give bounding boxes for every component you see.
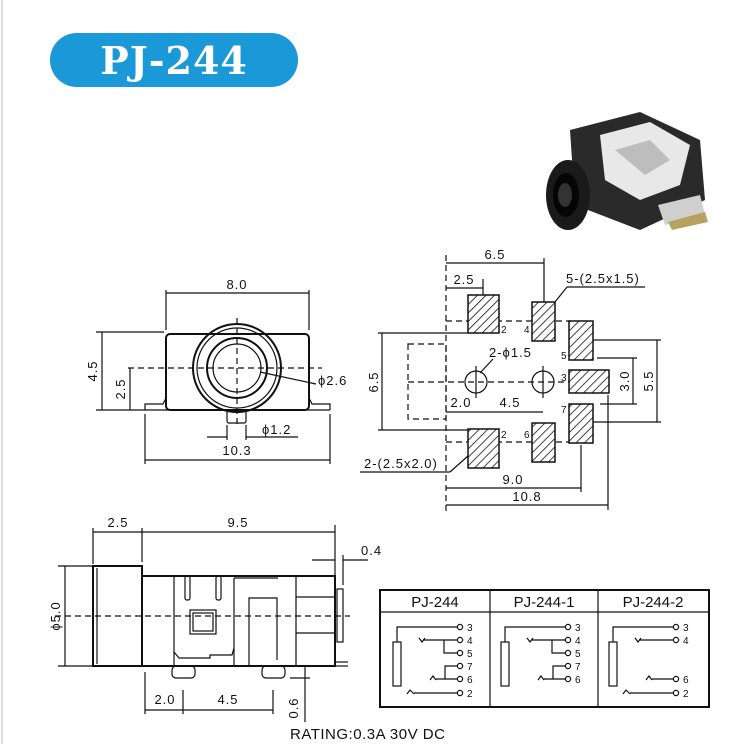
dim-overall-width: 10.3 bbox=[222, 443, 251, 458]
dim-width-a: 9.0 bbox=[502, 472, 523, 487]
pad-7 bbox=[568, 403, 594, 444]
dim-back: 0.4 bbox=[361, 543, 382, 558]
front-view: 8.0 4.5 2.5 ϕ2.6 ϕ1.2 10.3 bbox=[85, 277, 347, 464]
dim-body-length: 9.5 bbox=[227, 515, 248, 530]
schematic-header: PJ-244 bbox=[411, 594, 459, 611]
dim-hole-spacing: 4.5 bbox=[499, 395, 520, 410]
hole-note: 2-ϕ1.5 bbox=[489, 345, 532, 360]
schematic-header: PJ-244-2 bbox=[623, 594, 684, 611]
dim-standoff: 0.6 bbox=[286, 697, 301, 718]
part-number-title: PJ-244 bbox=[100, 38, 248, 83]
dim-pad-pitch: 3.0 bbox=[617, 370, 632, 391]
product-photo bbox=[546, 112, 708, 230]
dim-pin-offset: 2.0 bbox=[154, 692, 175, 707]
dim-center-height: 2.5 bbox=[113, 378, 128, 399]
pin-label: 4 bbox=[467, 636, 473, 647]
pin-label: 7 bbox=[575, 662, 581, 673]
title-badge: PJ-244 bbox=[50, 33, 298, 87]
pad-2-top bbox=[467, 294, 500, 334]
pin-label: 3 bbox=[467, 623, 473, 634]
pin-label: 6 bbox=[575, 675, 581, 686]
schematic-header: PJ-244-1 bbox=[514, 594, 575, 611]
pin-label: 5 bbox=[575, 649, 581, 660]
pin-label: 5 bbox=[561, 351, 567, 362]
dim-footprint-height: 6.5 bbox=[366, 371, 381, 392]
schematic-pj-244-2: 3 4 6 2 bbox=[608, 623, 689, 700]
pin-label: 7 bbox=[561, 405, 567, 416]
pin-label: 7 bbox=[467, 662, 473, 673]
rating-text: RATING:0.3A 30V DC bbox=[290, 726, 445, 743]
dim-front-length: 2.5 bbox=[107, 515, 128, 530]
pad-3 bbox=[568, 369, 610, 394]
pin-label: 2 bbox=[467, 689, 473, 700]
schematic-pj-244-1: 3 4 5 7 6 bbox=[500, 623, 581, 687]
pad-note: 5-(2.5x1.5) bbox=[566, 271, 640, 286]
dim-diameter: ϕ5.0 bbox=[48, 601, 63, 630]
pin-label: 3 bbox=[575, 623, 581, 634]
side-view: 2.5 9.5 0.4 ϕ5.0 2.0 4.5 0.6 bbox=[48, 515, 382, 722]
pcb-footprint: 2 4 5 3 7 2 6 6.5 2.5 5-(2.5x1.5) 6.5 2-… bbox=[360, 247, 661, 515]
dim-span: 6.5 bbox=[484, 247, 505, 262]
pin-label: 4 bbox=[683, 636, 689, 647]
pin-label: 4 bbox=[524, 325, 530, 336]
pad-2-bottom bbox=[467, 428, 500, 469]
dim-pad-span: 5.5 bbox=[641, 370, 656, 391]
pin-label: 2 bbox=[683, 689, 689, 700]
pin-label: 6 bbox=[683, 675, 689, 686]
dim-pin-spacing: 4.5 bbox=[217, 692, 238, 707]
pad-6 bbox=[531, 422, 556, 463]
dim-pin-dia: ϕ1.2 bbox=[262, 422, 291, 437]
pad-5 bbox=[568, 320, 594, 361]
dim-hole-offset: 2.0 bbox=[450, 395, 471, 410]
schematic-table: PJ-244 PJ-244-1 PJ-244-2 3 4 5 7 6 2 bbox=[379, 589, 710, 708]
pad-4 bbox=[531, 301, 556, 342]
pin-label: 3 bbox=[683, 623, 689, 634]
dim-width: 8.0 bbox=[226, 277, 247, 292]
pin-label: 5 bbox=[467, 649, 473, 660]
pin-label: 6 bbox=[524, 430, 530, 441]
dim-width-b: 10.8 bbox=[512, 489, 541, 504]
pin-label: 6 bbox=[467, 675, 473, 686]
schematic-pj-244: 3 4 5 7 6 2 bbox=[392, 623, 473, 700]
dim-height: 4.5 bbox=[85, 360, 100, 381]
pin-label: 4 bbox=[575, 636, 581, 647]
big-pad-note: 2-(2.5x2.0) bbox=[364, 456, 438, 471]
dim-hole-dia: ϕ2.6 bbox=[318, 373, 347, 388]
pin-label: 3 bbox=[561, 373, 567, 384]
pin-label: 2 bbox=[501, 325, 507, 336]
pin-label: 2 bbox=[501, 430, 507, 441]
dim-pad-offset: 2.5 bbox=[453, 272, 474, 287]
